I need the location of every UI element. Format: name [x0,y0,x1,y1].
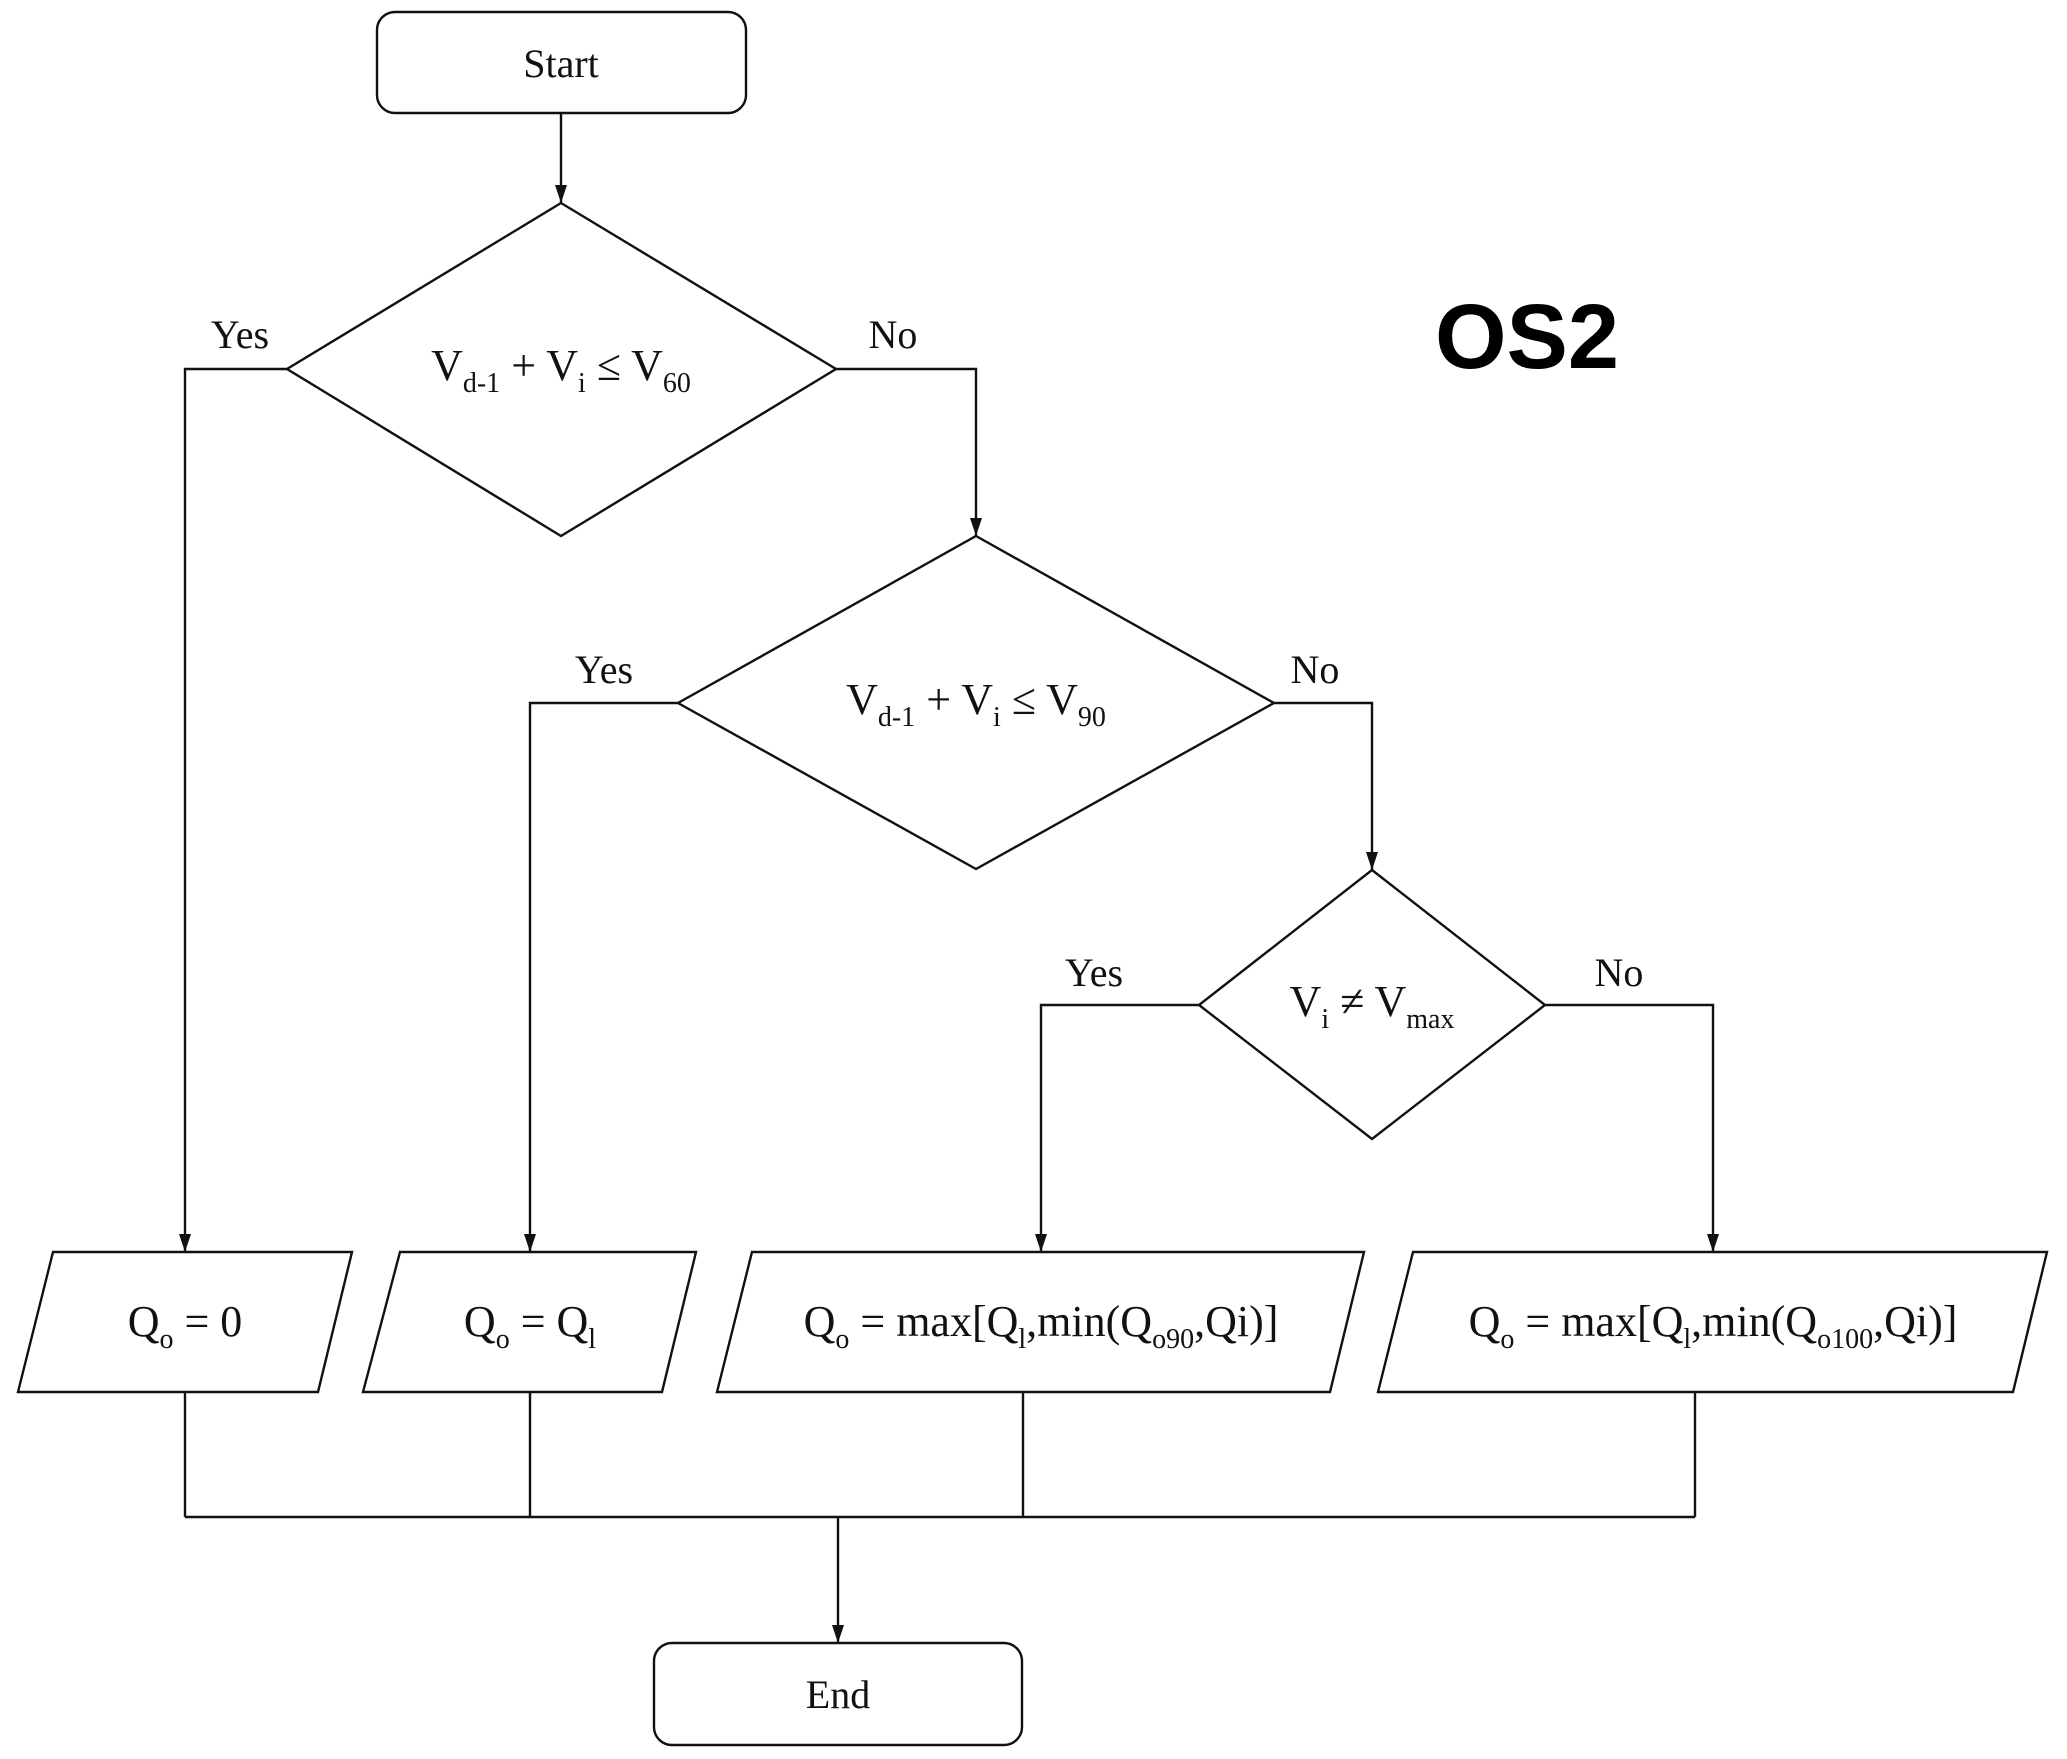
subscript: d-1 [878,702,915,733]
start-terminal: Start [375,10,748,115]
expression-text: + V [915,675,993,724]
subscript: o [496,1324,510,1355]
expression-text: V [1290,977,1322,1026]
expression-text: = max[Q [849,1297,1018,1346]
decision-1: Vd-1 + Vi ≤ V60 [284,201,839,538]
expression-text: Q [1469,1297,1501,1346]
subscript: i [993,702,1001,733]
decision-3: Vi ≠ Vmax [1197,868,1547,1141]
decision-2-yes-label: Yes [575,647,633,692]
decision-diamond [1197,868,1547,1141]
decision-diamond [675,534,1277,871]
output-2-expression: Qo = Ql [464,1297,596,1355]
expression-text: = max[Q [1514,1297,1683,1346]
end-label: End [806,1672,870,1717]
subscript: l [1683,1324,1691,1355]
output-1-expression: Qo = 0 [128,1297,243,1355]
start-label: Start [523,41,599,86]
connector-d3-yes [1035,1003,1199,1252]
subscript: l [588,1324,596,1355]
expression-text: Q [128,1297,160,1346]
output-4: Qo = max[Ql,min(Qo100,Qi)] [1376,1250,2049,1394]
output-2: Qo = Ql [361,1250,698,1394]
end-terminal: End [652,1641,1024,1747]
connector-d2-yes [524,701,678,1252]
connector-d2-no [1274,701,1378,870]
expression-text: ,Qi)] [1873,1297,1957,1346]
subscript: i [1321,1004,1329,1035]
subscript: l [1018,1324,1026,1355]
decision-2: Vd-1 + Vi ≤ V90 [675,534,1277,871]
subscript: o90 [1152,1324,1194,1355]
output-1: Qo = 0 [16,1250,354,1394]
subscript: 60 [663,368,691,399]
subscript: max [1406,1004,1454,1035]
expression-text: Q [804,1297,836,1346]
output-parallelogram [361,1250,698,1394]
decision-2-expression: Vd-1 + Vi ≤ V90 [846,675,1106,733]
subscript: o [835,1324,849,1355]
output-3: Qo = max[Ql,min(Qo90,Qi)] [715,1250,1366,1394]
decision-1-expression: Vd-1 + Vi ≤ V60 [431,341,691,399]
subscript: d-1 [463,368,500,399]
diagram-title: OS2 [1435,286,1619,388]
expression-text: = 0 [173,1297,242,1346]
output-parallelogram [16,1250,354,1394]
decision-1-yes-label: Yes [211,312,269,357]
connector-d3-no [1545,1003,1719,1252]
expression-text: ,Qi)] [1194,1297,1278,1346]
output-3-expression: Qo = max[Ql,min(Qo90,Qi)] [804,1297,1279,1355]
expression-text: V [431,341,463,390]
output-parallelogram [715,1250,1366,1394]
expression-text: V [846,675,878,724]
expression-text: ≤ V [586,341,663,390]
expression-text: = Q [510,1297,589,1346]
expression-text: Q [464,1297,496,1346]
expression-text: ,min(Q [1026,1297,1152,1346]
subscript: o100 [1817,1324,1873,1355]
connector-d1-yes [179,367,287,1252]
expression-text: ≤ V [1001,675,1078,724]
decision-1-no-label: No [869,312,918,357]
decision-diamond [284,201,839,538]
decision-3-expression: Vi ≠ Vmax [1290,977,1455,1035]
expression-text: ,min(Q [1691,1297,1817,1346]
output-4-expression: Qo = max[Ql,min(Qo100,Qi)] [1469,1297,1958,1355]
decision-3-yes-label: Yes [1065,950,1123,995]
decision-2-no-label: No [1291,647,1340,692]
connector-d1-no [836,367,982,536]
expression-text: ≠ V [1329,977,1406,1026]
subscript: i [578,368,586,399]
decision-3-no-label: No [1595,950,1644,995]
output-parallelogram [1376,1250,2049,1394]
subscript: o [1500,1324,1514,1355]
subscript: 90 [1078,702,1106,733]
subscript: o [159,1324,173,1355]
end-box [652,1641,1024,1747]
expression-text: + V [500,341,578,390]
